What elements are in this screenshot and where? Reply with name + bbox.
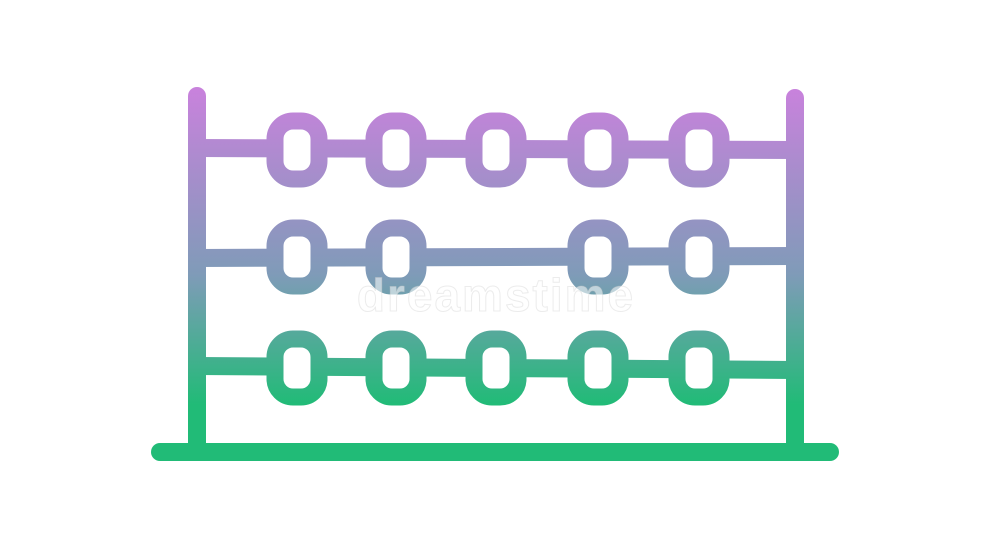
- abacus-bead: [668, 112, 730, 188]
- abacus-bead: [567, 330, 629, 406]
- abacus-bead: [266, 330, 328, 406]
- abacus-bead: [365, 330, 427, 406]
- abacus-bead: [266, 112, 328, 188]
- abacus-bead: [365, 112, 427, 188]
- abacus-bead: [567, 219, 629, 295]
- abacus-bead: [668, 219, 730, 295]
- abacus-bead: [365, 219, 427, 295]
- abacus-bead: [266, 219, 328, 295]
- abacus-bead: [567, 112, 629, 188]
- abacus-bead: [668, 330, 730, 406]
- abacus-bead: [465, 330, 527, 406]
- abacus-beads: [266, 112, 730, 406]
- abacus-bead: [465, 112, 527, 188]
